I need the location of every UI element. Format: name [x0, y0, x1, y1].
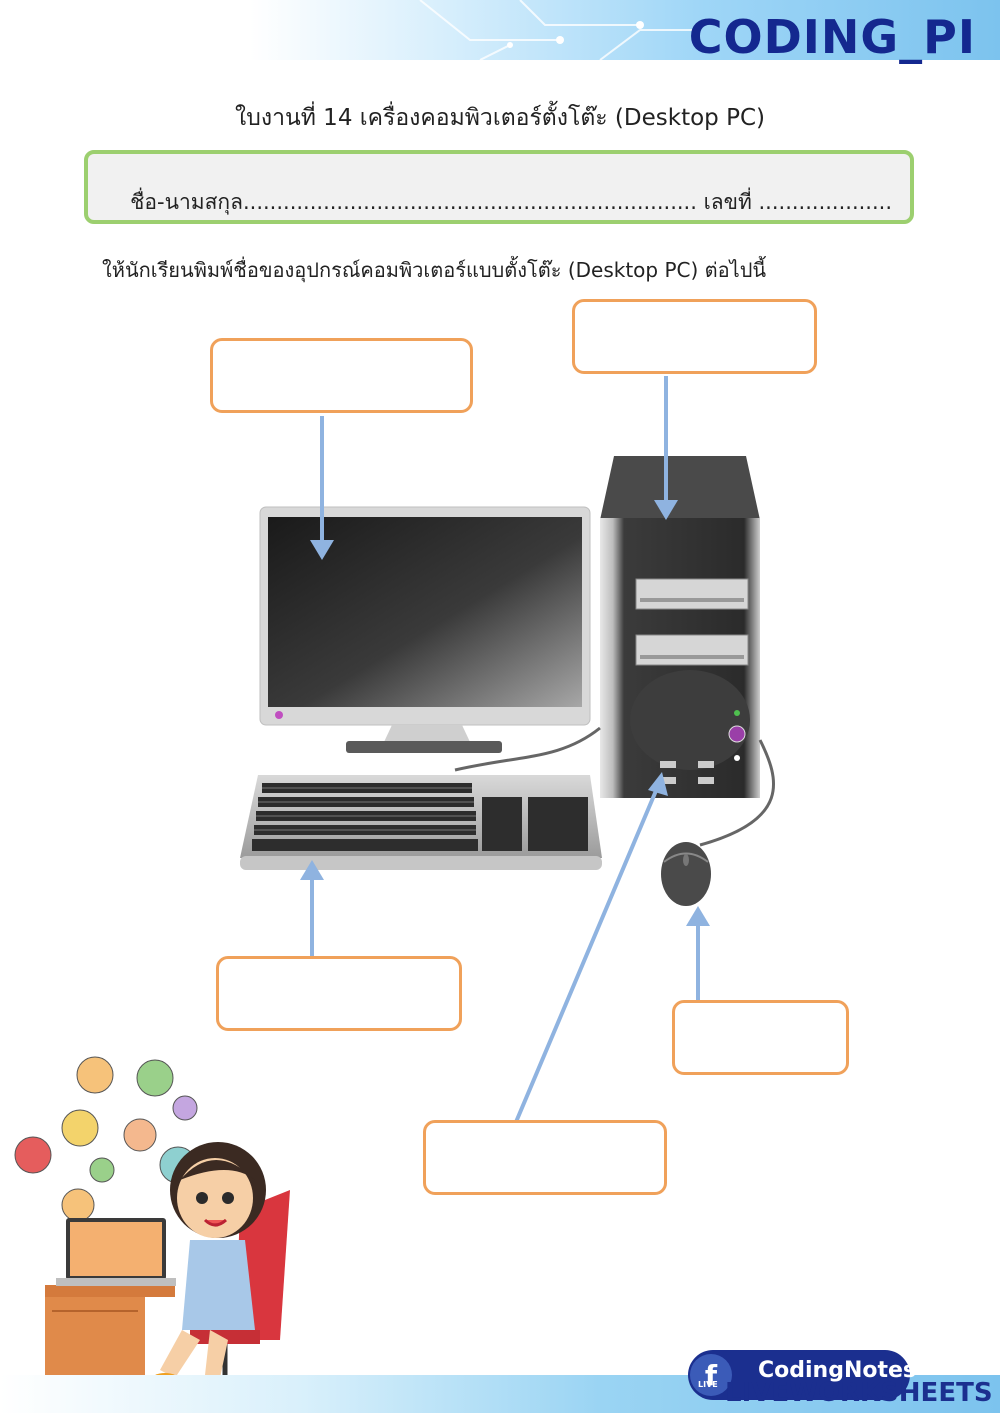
header-band — [0, 0, 1000, 60]
girl-with-laptop-illustration — [14, 1056, 290, 1402]
arrows — [310, 376, 700, 1123]
brand-logo: CODING_PI — [688, 10, 976, 64]
answer-box-monitor[interactable] — [210, 338, 473, 413]
live-badge: LIVE — [698, 1380, 718, 1389]
facebook-page-name: CodingNotes — [758, 1358, 917, 1383]
answer-box-keyboard[interactable] — [216, 956, 462, 1031]
facebook-icon: f — [690, 1354, 732, 1396]
liveworksheets-watermark: LIVEWORKSHEETS — [725, 1378, 993, 1408]
system-unit-illustration — [600, 456, 760, 798]
answer-box-mouse[interactable] — [672, 1000, 849, 1075]
circuit-decoration — [419, 0, 700, 60]
keyboard-illustration — [240, 775, 602, 870]
name-field-label: ชื่อ-นามสกุล............................… — [130, 190, 892, 214]
answer-box-system-unit[interactable] — [572, 299, 817, 374]
monitor-illustration — [259, 506, 591, 753]
mouse-illustration — [661, 842, 711, 906]
page-title: ใบงานที่ 14 เครื่องคอมพิวเตอร์ตั้งโต๊ะ (… — [235, 105, 765, 131]
name-field-box[interactable]: ชื่อ-นามสกุล............................… — [84, 150, 914, 224]
answer-box-usb-port[interactable] — [423, 1120, 667, 1195]
instruction-text: ให้นักเรียนพิมพ์ชื่อของอุปกรณ์คอมพิวเตอร… — [102, 258, 767, 282]
